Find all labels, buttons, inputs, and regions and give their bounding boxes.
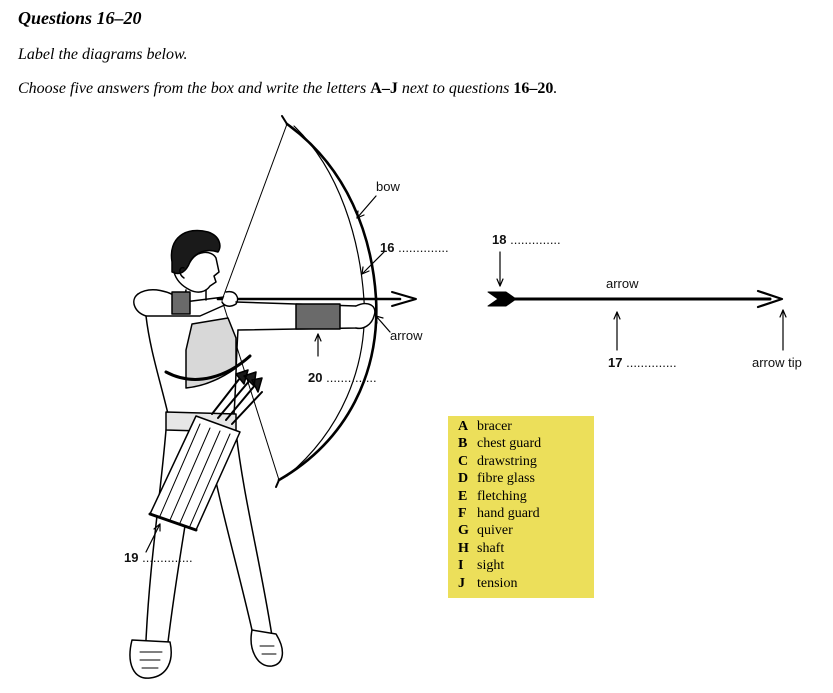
instruction-text-3: . xyxy=(553,80,558,97)
instruction-range: 16–20 xyxy=(513,80,554,97)
question-19-number: 19 xyxy=(124,550,139,565)
question-16-blank[interactable]: .............. xyxy=(398,240,449,255)
question-19-blank[interactable]: .............. xyxy=(142,550,193,565)
option-text: quiver xyxy=(477,523,513,539)
option-letter: H xyxy=(458,540,469,556)
arrow-label-archer: arrow xyxy=(390,328,423,343)
instruction-label: Label the diagrams below. xyxy=(18,46,188,63)
archer-pointers xyxy=(145,195,391,553)
arrow-diagram xyxy=(487,289,784,309)
nocked-arrow xyxy=(216,291,417,307)
option-text: drawstring xyxy=(477,453,537,469)
option-letter: A xyxy=(458,419,469,434)
question-17-blank[interactable]: .............. xyxy=(626,355,677,370)
instruction-text-1: Choose five answers from the box and wri… xyxy=(18,80,371,97)
option-text: tension xyxy=(477,575,518,591)
option-letter: B xyxy=(458,436,468,452)
question-20-number: 20 xyxy=(308,370,323,385)
option-text: fletching xyxy=(477,488,527,504)
arrow-label: arrow xyxy=(606,276,639,291)
option-letter: E xyxy=(458,488,468,504)
option-text: fibre glass xyxy=(477,471,535,487)
arrow-tip-label: arrow tip xyxy=(752,355,802,370)
bow-drawing xyxy=(221,115,378,488)
option-letter: D xyxy=(458,471,469,487)
question-18-label: 18 .............. xyxy=(492,232,561,247)
question-18-number: 18 xyxy=(492,232,507,247)
page-title: Questions 16–20 xyxy=(18,8,142,28)
question-17-number: 17 xyxy=(608,355,623,370)
question-20-blank[interactable]: .............. xyxy=(326,370,377,385)
instruction-choose: Choose five answers from the box and wri… xyxy=(18,80,557,98)
option-text: bracer xyxy=(477,419,512,434)
option-letter: J xyxy=(458,575,465,591)
question-20-label: 20 .............. xyxy=(308,370,377,385)
instruction-letters: A–J xyxy=(370,80,398,97)
archer-figure xyxy=(129,229,376,679)
option-letter: G xyxy=(458,523,469,539)
question-16-number: 16 xyxy=(380,240,395,255)
option-text: sight xyxy=(477,558,505,574)
option-letter: F xyxy=(458,506,467,522)
question-19-label: 19 .............. xyxy=(124,550,193,565)
option-text: shaft xyxy=(477,540,505,556)
instruction-text-2: next to questions xyxy=(397,80,514,97)
question-16-label: 16 .............. xyxy=(380,240,449,255)
question-17-label: 17 .............. xyxy=(608,355,677,370)
option-text: hand guard xyxy=(477,506,540,522)
option-text: chest guard xyxy=(477,436,542,452)
arrow-pointers xyxy=(496,251,787,351)
option-letter: I xyxy=(458,558,464,574)
question-18-blank[interactable]: .............. xyxy=(510,232,561,247)
option-letter: C xyxy=(458,453,469,469)
bow-label: bow xyxy=(376,179,400,194)
